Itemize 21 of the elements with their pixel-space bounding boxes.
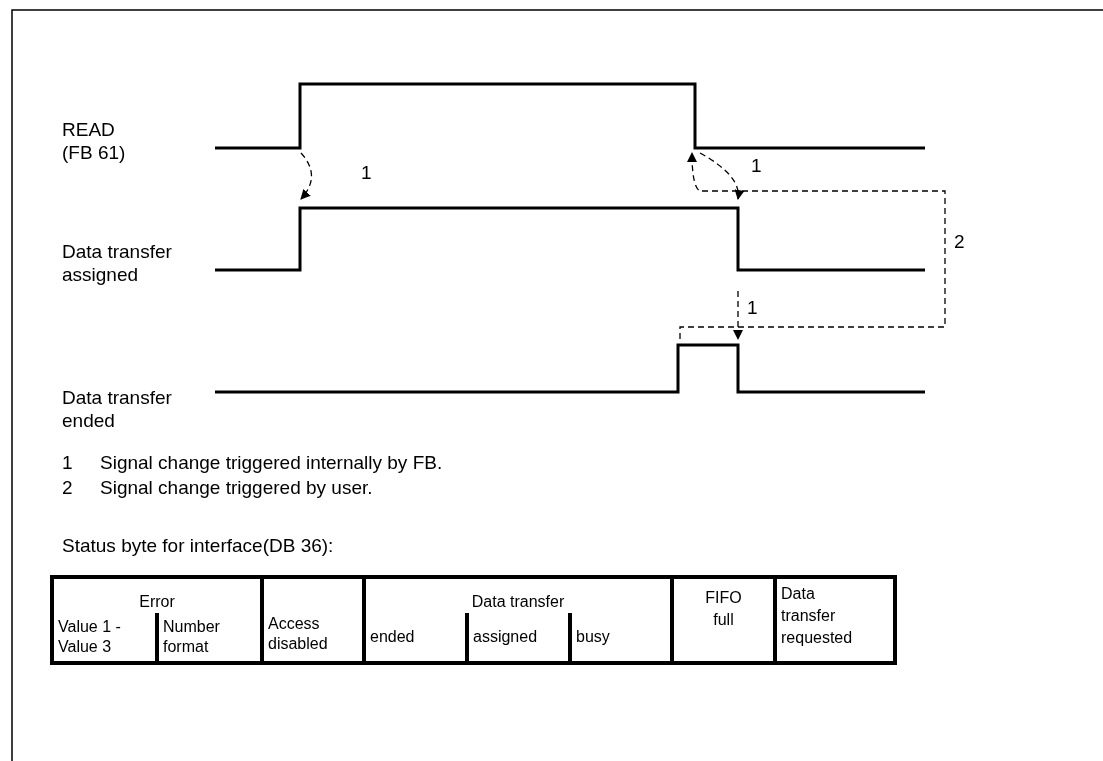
table-caption: Status byte for interface(DB 36): [62,535,334,557]
table-cell: Value 1 - Value 3 [52,613,157,663]
signal-name: READ (FB 61) [62,118,127,164]
footnote-text: Signal change triggered internally by FB. [100,452,443,474]
footnote-number: 2 [62,477,73,499]
table-cell: Error [52,577,262,613]
signal-name: Data transfer assigned [62,240,173,286]
table-cell: Access disabled [262,577,364,663]
dashed-arrow [300,152,313,200]
signal-name: Data transfer ended [62,386,173,432]
dashed-arrow [733,290,743,340]
table-cell: busy [570,613,672,663]
table-cell: Data transfer requested [775,577,895,663]
table-cell: assigned [467,613,570,663]
footnote-text: Signal change triggered by user. [100,477,373,499]
table-cell: ended [364,613,467,663]
dashed-arrow [699,152,744,200]
footnote-number: 1 [62,452,73,474]
table-cell: FIFO full [672,577,775,663]
table-cell: Data transfer [364,577,672,613]
table-cell: Number format [157,613,262,663]
